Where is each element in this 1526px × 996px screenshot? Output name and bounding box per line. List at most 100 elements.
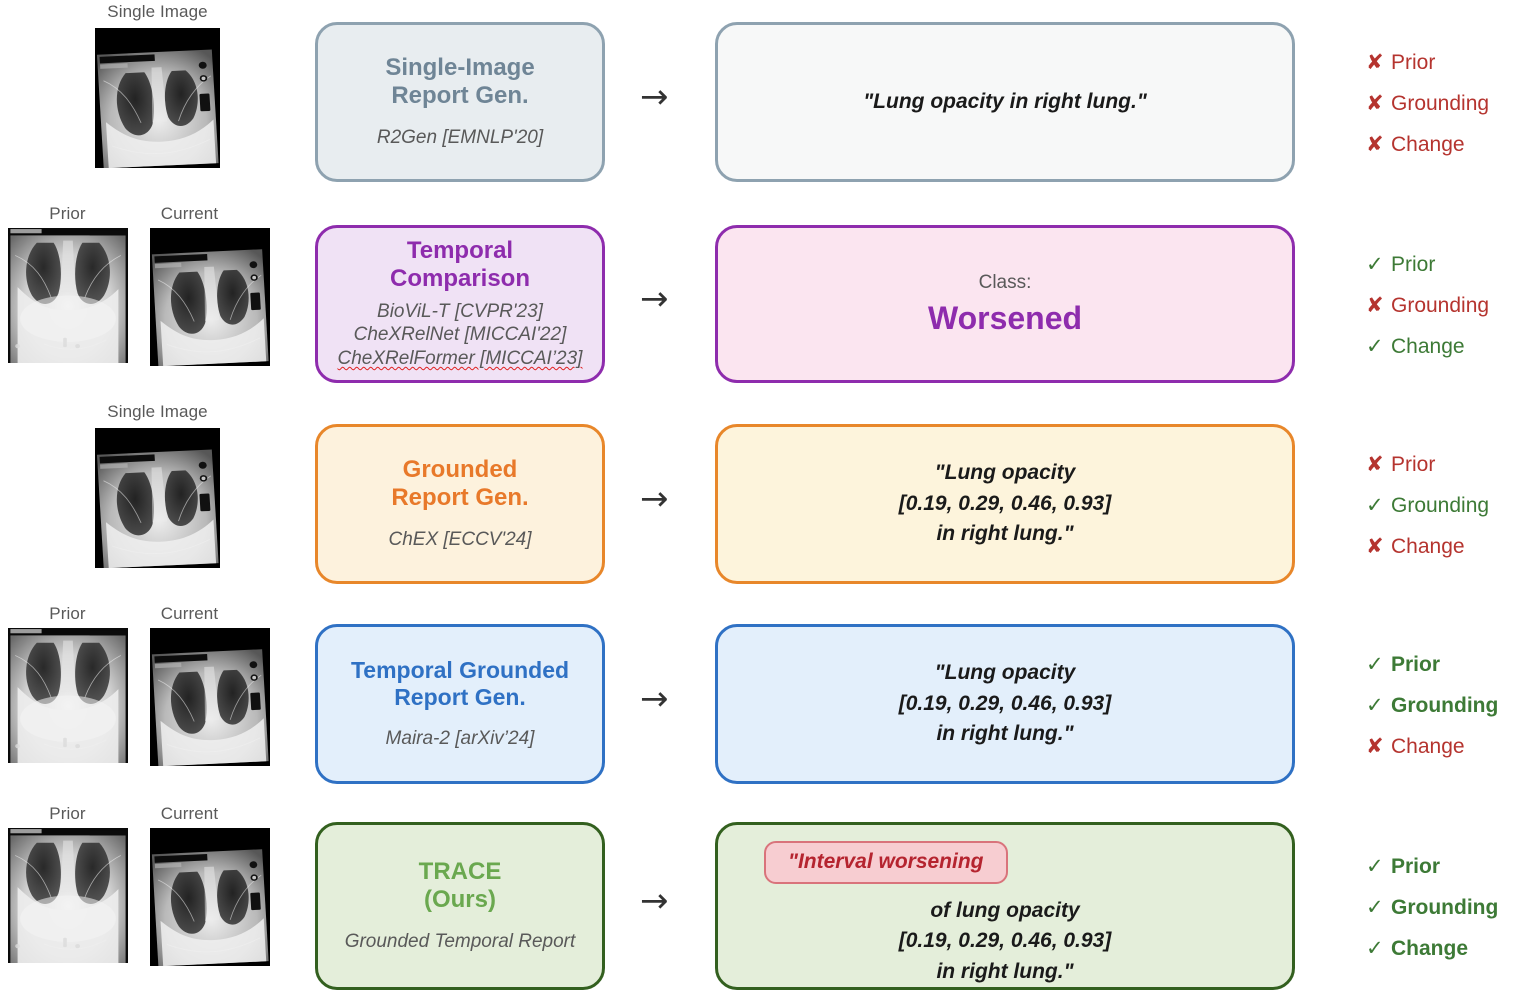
capability-label: Grounding bbox=[1391, 92, 1490, 115]
capability-label: Grounding bbox=[1391, 294, 1490, 317]
check-icon: ✓ bbox=[1366, 652, 1384, 676]
image-label-current: Current bbox=[160, 604, 219, 623]
check-icon: ✓ bbox=[1366, 895, 1384, 919]
xray-thumbnail-prior bbox=[8, 828, 128, 963]
capability-prior: ✓Prior bbox=[1366, 846, 1526, 887]
xray-thumbnail-current bbox=[150, 628, 270, 766]
output-text-line: [0.19, 0.29, 0.46, 0.93] bbox=[898, 491, 1112, 515]
capability-grounding: ✓Grounding bbox=[1366, 685, 1526, 726]
output-text-line: "Lung opacity bbox=[934, 461, 1076, 485]
capability-change: ✘Change bbox=[1366, 526, 1526, 567]
spellcheck-underlined-text: CheXRelFormer [MICCAI’23] bbox=[337, 348, 583, 370]
check-icon: ✓ bbox=[1366, 493, 1384, 517]
capability-change: ✘Change bbox=[1366, 726, 1526, 767]
capability-grounding: ✓ Grounding bbox=[1366, 887, 1526, 928]
xray-thumbnail-prior bbox=[8, 628, 128, 763]
capability-grounding: ✘Grounding bbox=[1366, 285, 1526, 326]
image-label-single-image: Single Image bbox=[107, 402, 208, 421]
output-text-line: in right lung." bbox=[936, 722, 1074, 746]
output-text-line: [0.19, 0.29, 0.46, 0.93] bbox=[898, 929, 1112, 953]
output-text-line: in right lung." bbox=[936, 959, 1074, 983]
capability-grounding: ✓ Grounding bbox=[1366, 485, 1526, 526]
capability-label: Prior bbox=[1391, 453, 1436, 476]
output-text-line: [0.19, 0.29, 0.46, 0.93] bbox=[898, 691, 1112, 715]
output-text-line: "Lung opacity in right lung." bbox=[863, 89, 1147, 113]
method-row-grounded-report-gen: Single Image bbox=[0, 400, 1526, 600]
cross-icon: ✘ bbox=[1366, 50, 1384, 74]
method-row-trace-ours: Prior bbox=[0, 800, 1526, 996]
method-title-line: Single-Image bbox=[385, 53, 535, 81]
image-label-current: Current bbox=[160, 204, 219, 223]
method-reference: Grounded Temporal Report bbox=[344, 931, 576, 953]
method-title: TRACE(Ours) bbox=[419, 858, 502, 915]
cross-icon: ✘ bbox=[1366, 452, 1384, 476]
flow-arrow-icon: → bbox=[640, 881, 669, 921]
method-title-line: Report Gen. bbox=[394, 684, 526, 711]
output-box-temporal-grounded-report-gen: "Lung opacity[0.19, 0.29, 0.46, 0.93]in … bbox=[715, 624, 1295, 784]
image-column: Prior bbox=[0, 600, 300, 800]
capability-label: Change bbox=[1391, 133, 1465, 156]
flow-arrow-icon: → bbox=[640, 679, 669, 719]
capability-change: ✓Change bbox=[1366, 928, 1526, 969]
method-row-temporal-comparison: Prior bbox=[0, 200, 1526, 400]
method-title-line: TRACE bbox=[418, 857, 502, 885]
output-class-label: Class: bbox=[978, 271, 1032, 293]
method-reference: R2Gen [EMNLP'20] bbox=[376, 127, 544, 149]
capability-marks: ✘ Prior ✘ Grounding ✘Change bbox=[1366, 42, 1526, 165]
method-reference: Maira-2 [arXiv’24] bbox=[385, 728, 535, 750]
image-column: Single Image bbox=[0, 0, 300, 200]
image-label-prior: Prior bbox=[49, 604, 86, 623]
interval-change-pill: "Interval worsening bbox=[764, 841, 1008, 884]
method-references: Maira-2 [arXiv’24] bbox=[386, 727, 535, 751]
output-box-trace-ours: "Interval worsening of lung opacity[0.19,… bbox=[715, 822, 1295, 990]
capability-marks: ✓ Prior ✓Grounding✘Change bbox=[1366, 644, 1526, 767]
capability-prior: ✓Prior bbox=[1366, 244, 1526, 285]
method-row-single-image-report-gen: Single Image bbox=[0, 0, 1526, 200]
capability-marks: ✘ Prior ✓ Grounding ✘Change bbox=[1366, 444, 1526, 567]
capability-prior: ✘ Prior bbox=[1366, 444, 1526, 485]
image-column: Prior bbox=[0, 200, 300, 400]
output-box-grounded-report-gen: "Lung opacity[0.19, 0.29, 0.46, 0.93]in … bbox=[715, 424, 1295, 584]
output-pill-row: "Interval worsening bbox=[718, 841, 1292, 884]
method-title-line: Comparison bbox=[389, 265, 530, 293]
capability-label: Prior bbox=[1391, 51, 1436, 74]
output-text: "Lung opacity in right lung." bbox=[863, 87, 1147, 117]
method-row-temporal-grounded-report-gen: Prior bbox=[0, 600, 1526, 800]
cross-icon: ✘ bbox=[1366, 91, 1384, 115]
method-title-line: Temporal bbox=[406, 237, 514, 265]
method-references: Grounded Temporal Report bbox=[345, 930, 576, 954]
image-label-single-image: Single Image bbox=[107, 2, 208, 21]
check-icon: ✓ bbox=[1366, 854, 1384, 878]
method-references: BioViL-T [CVPR'23]CheXRelNet [MICCAI'22]… bbox=[338, 300, 583, 371]
capability-marks: ✓Prior✓Grounding✓Change bbox=[1366, 846, 1526, 969]
capability-change: ✘Change bbox=[1366, 124, 1526, 165]
capability-label: Grounding bbox=[1391, 694, 1499, 717]
output-text: of lung opacity[0.19, 0.29, 0.46, 0.93]i… bbox=[718, 896, 1292, 987]
xray-thumbnail-current bbox=[150, 828, 270, 966]
method-box-trace-ours[interactable]: TRACE(Ours) Grounded Temporal Report bbox=[315, 822, 605, 990]
xray-thumbnail-current bbox=[95, 28, 220, 168]
capability-marks: ✓Prior✘Grounding✓Change bbox=[1366, 244, 1526, 367]
method-title-line: (Ours) bbox=[423, 886, 496, 914]
method-reference: BioViL-T [CVPR'23] bbox=[377, 300, 543, 322]
image-column: Prior bbox=[0, 800, 300, 996]
capability-label: Grounding bbox=[1391, 494, 1490, 517]
xray-thumbnail-current bbox=[150, 228, 270, 366]
flow-arrow-icon: → bbox=[640, 279, 669, 319]
method-references: ChEX [ECCV'24] bbox=[388, 528, 531, 552]
capability-label: Grounding bbox=[1391, 896, 1499, 919]
image-label-prior: Prior bbox=[49, 204, 86, 223]
output-box-single-image-report-gen: "Lung opacity in right lung." bbox=[715, 22, 1295, 182]
output-text: "Lung opacity[0.19, 0.29, 0.46, 0.93]in … bbox=[899, 658, 1111, 749]
capability-label: Prior bbox=[1391, 653, 1441, 676]
check-icon: ✓ bbox=[1366, 936, 1384, 960]
method-references: R2Gen [EMNLP'20] bbox=[377, 126, 543, 150]
